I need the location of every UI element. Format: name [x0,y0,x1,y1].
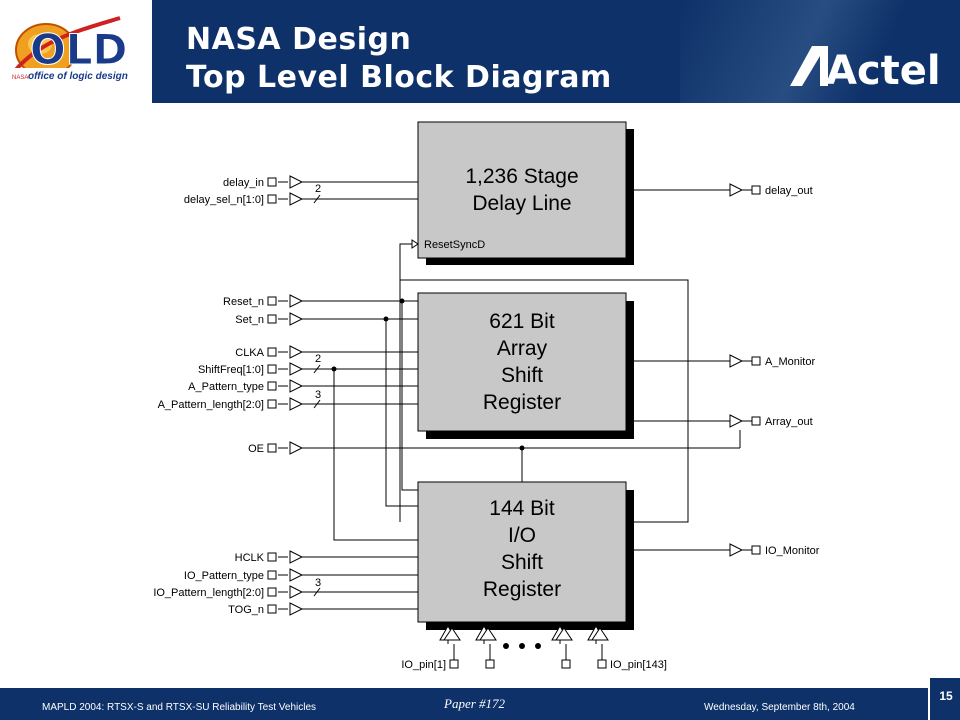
input-delay-in [267,175,304,189]
delay-block-line1: 1,236 Stage [465,165,578,188]
input-clka [267,345,304,359]
input-shiftfreq [267,362,304,376]
actel-logo: Actel [790,46,941,90]
input-delay-sel [267,192,304,206]
output-labels: delay_out A_Monitor Array_out IO_Monitor [765,185,820,557]
logo-text: OLD [30,25,127,74]
label-a-type: A_Pattern_type [188,381,264,393]
label-oe: OE [248,443,264,455]
bus-width-a-len: 3 [315,389,321,401]
io-block-line4: Register [483,578,561,601]
wires [278,181,741,644]
label-io-len: IO_Pattern_length[2:0] [153,587,264,599]
page-title-line2: Top Level Block Diagram [186,60,612,95]
footer-date: Wednesday, September 8th, 2004 [704,702,855,713]
label-clka: CLKA [235,347,264,359]
label-delay-out: delay_out [765,185,813,197]
label-a-monitor: A_Monitor [765,356,815,368]
io-block-line1: 144 Bit [489,497,555,520]
input-pins [267,175,304,616]
footer-conference: MAPLD 2004: RTSX-S and RTSX-SU Reliabili… [42,702,317,713]
bus-width-io-len: 3 [315,577,321,589]
input-io-len [267,585,304,599]
array-block-line2: Array [497,337,548,360]
slide-number: 15 [928,678,960,720]
output-pins [729,183,761,557]
label-delay-in: delay_in [223,177,264,189]
label-a-len: A_Pattern_length[2:0] [158,399,264,411]
label-io-pin-first: IO_pin[1] [401,659,446,671]
reset-sync-pin-label: ResetSyncD [424,239,485,251]
bus-width-shiftfreq: 2 [315,353,321,365]
label-io-pin-last: IO_pin[143] [610,659,667,671]
input-a-len [267,397,304,411]
brand-text: Actel [826,48,941,90]
io-pin-labels: IO_pin[1] IO_pin[143] [401,659,667,671]
input-reset [267,294,304,308]
logo-subtext: office of logic design [28,71,128,82]
io-pin-buffers [439,624,609,669]
label-io-type: IO_Pattern_type [184,570,264,582]
input-hclk [267,550,304,564]
page-title-line1: NASA Design [186,22,412,57]
array-block-line3: Shift [501,364,543,387]
block-array-register: 621 Bit Array Shift Register [417,292,634,439]
input-io-type [267,568,304,582]
label-shiftfreq: ShiftFreq[1:0] [198,364,264,376]
label-tog: TOG_n [228,604,264,616]
label-set: Set_n [235,314,264,326]
io-block-line2: I/O [508,524,536,547]
label-array-out: Array_out [765,416,813,428]
block-io-register: 144 Bit I/O Shift Register [417,481,634,630]
array-block-line4: Register [483,391,561,414]
footer-paper: Paper #172 [444,696,506,711]
footer-bar: MAPLD 2004: RTSX-S and RTSX-SU Reliabili… [0,678,960,720]
io-block-line3: Shift [501,551,543,574]
junctions [331,298,541,649]
header-bar: OLD office of logic design NASA NASA Des… [0,0,960,103]
input-oe [267,441,304,455]
bus-width-delay-sel: 2 [315,183,321,195]
input-tog [267,602,304,616]
old-logo-graphic: OLD office of logic design NASA [10,16,146,82]
input-labels: delay_in delay_sel_n[1:0] Reset_n Set_n … [153,177,264,616]
array-block-line1: 621 Bit [489,310,555,333]
block-delay-line: 1,236 Stage Delay Line ResetSyncD [411,121,634,265]
label-delay-sel: delay_sel_n[1:0] [184,194,264,206]
logo-agency: NASA [12,75,28,81]
delay-block-line2: Delay Line [472,192,571,215]
label-reset: Reset_n [223,296,264,308]
input-a-type [267,379,304,393]
input-set [267,312,304,326]
old-logo: OLD office of logic design NASA [0,0,152,103]
block-diagram: 1,236 Stage Delay Line ResetSyncD 621 Bi… [153,121,820,671]
label-io-monitor: IO_Monitor [765,545,820,557]
bus-width-labels: 2 2 3 3 [315,183,321,589]
label-hclk: HCLK [235,552,265,564]
